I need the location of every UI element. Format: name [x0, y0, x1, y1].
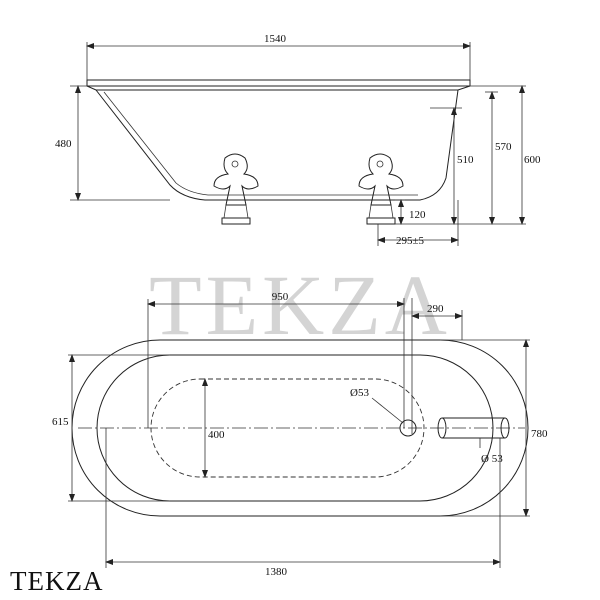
dim-inner-length: 950 [272, 291, 289, 303]
left-claw-foot [213, 153, 259, 225]
top-view: 950 290 Ø53 400 615 780 Ø 53 1380 [52, 291, 548, 578]
tub-rim [86, 79, 471, 87]
dim-drain-diameter: Ø53 [350, 387, 369, 399]
tekza-watermark: TEKZA [149, 257, 451, 353]
right-claw-foot [358, 153, 404, 225]
dim-total-height: 570 [495, 141, 512, 153]
dim-overall-length-top: 1380 [265, 566, 288, 578]
tub-body-outline [95, 89, 459, 201]
brand-label: TEKZA [10, 566, 104, 596]
dim-drain-offset: 295±5 [396, 235, 425, 247]
dim-drain-to-end: 290 [427, 303, 444, 315]
dim-overall-length: 1540 [264, 33, 287, 45]
side-view: 1540 480 510 570 600 120 295±5 [55, 33, 541, 247]
dim-overflow-height: 600 [524, 154, 541, 166]
tub-bottom-outline [150, 378, 425, 478]
drain-hole [399, 419, 417, 437]
dim-inner-width: 400 [208, 429, 225, 441]
dim-rim-height: 480 [55, 138, 72, 150]
tub-inner-outline [96, 354, 494, 502]
dim-overall-width: 780 [531, 428, 548, 440]
dim-pipe-diameter: Ø 53 [481, 453, 503, 465]
dim-feet-height: 510 [457, 154, 474, 166]
dim-outer-width: 615 [52, 416, 69, 428]
overflow-pipe [437, 417, 510, 439]
dim-foot-height: 120 [409, 209, 426, 221]
